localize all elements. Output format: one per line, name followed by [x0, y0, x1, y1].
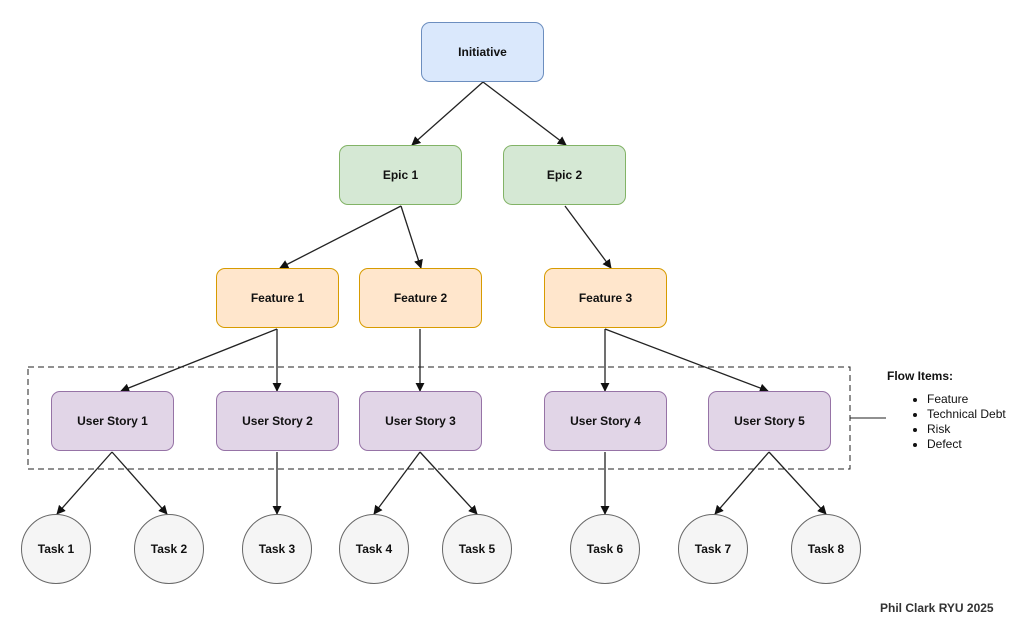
legend-item: Technical Debt — [927, 407, 1022, 422]
edge-story-5-task-7 — [714, 451, 770, 515]
node-task-4: Task 4 — [339, 514, 409, 584]
node-user-story-2: User Story 2 — [216, 391, 339, 451]
edge-initiative-epic-2 — [482, 81, 567, 146]
node-task-3: Task 3 — [242, 514, 312, 584]
edge-story-3-task-5 — [419, 451, 478, 515]
node-epic-2: Epic 2 — [503, 145, 626, 205]
legend-item: Feature — [927, 392, 1022, 407]
node-user-story-1: User Story 1 — [51, 391, 174, 451]
edge-feature-1-story-1 — [120, 328, 278, 393]
edge-story-5-task-8 — [768, 451, 827, 515]
author-credit: Phil Clark RYU 2025 — [880, 601, 994, 615]
node-initiative: Initiative — [421, 22, 544, 82]
node-feature-1: Feature 1 — [216, 268, 339, 328]
edge-initiative-epic-1 — [411, 81, 484, 146]
edge-epic-2-feature-3 — [564, 205, 612, 269]
node-user-story-4: User Story 4 — [544, 391, 667, 451]
legend-list: Feature Technical Debt Risk Defect — [887, 392, 1022, 452]
node-user-story-3: User Story 3 — [359, 391, 482, 451]
edge-story-1-task-1 — [56, 451, 113, 515]
edge-epic-1-feature-1 — [279, 205, 402, 269]
legend-item: Risk — [927, 422, 1022, 437]
node-epic-1: Epic 1 — [339, 145, 462, 205]
node-task-5: Task 5 — [442, 514, 512, 584]
legend-item: Defect — [927, 437, 1022, 452]
node-task-6: Task 6 — [570, 514, 640, 584]
node-task-7: Task 7 — [678, 514, 748, 584]
node-task-1: Task 1 — [21, 514, 91, 584]
node-task-8: Task 8 — [791, 514, 861, 584]
legend-title: Flow Items: — [887, 369, 954, 383]
edge-story-3-task-4 — [373, 451, 421, 515]
node-feature-2: Feature 2 — [359, 268, 482, 328]
node-task-2: Task 2 — [134, 514, 204, 584]
node-feature-3: Feature 3 — [544, 268, 667, 328]
edge-story-1-task-2 — [111, 451, 168, 515]
edge-epic-1-feature-2 — [400, 205, 423, 269]
edge-feature-3-story-5 — [604, 328, 769, 393]
node-user-story-5: User Story 5 — [708, 391, 831, 451]
flow-items-legend: Flow Items: Feature Technical Debt Risk … — [887, 369, 1022, 452]
